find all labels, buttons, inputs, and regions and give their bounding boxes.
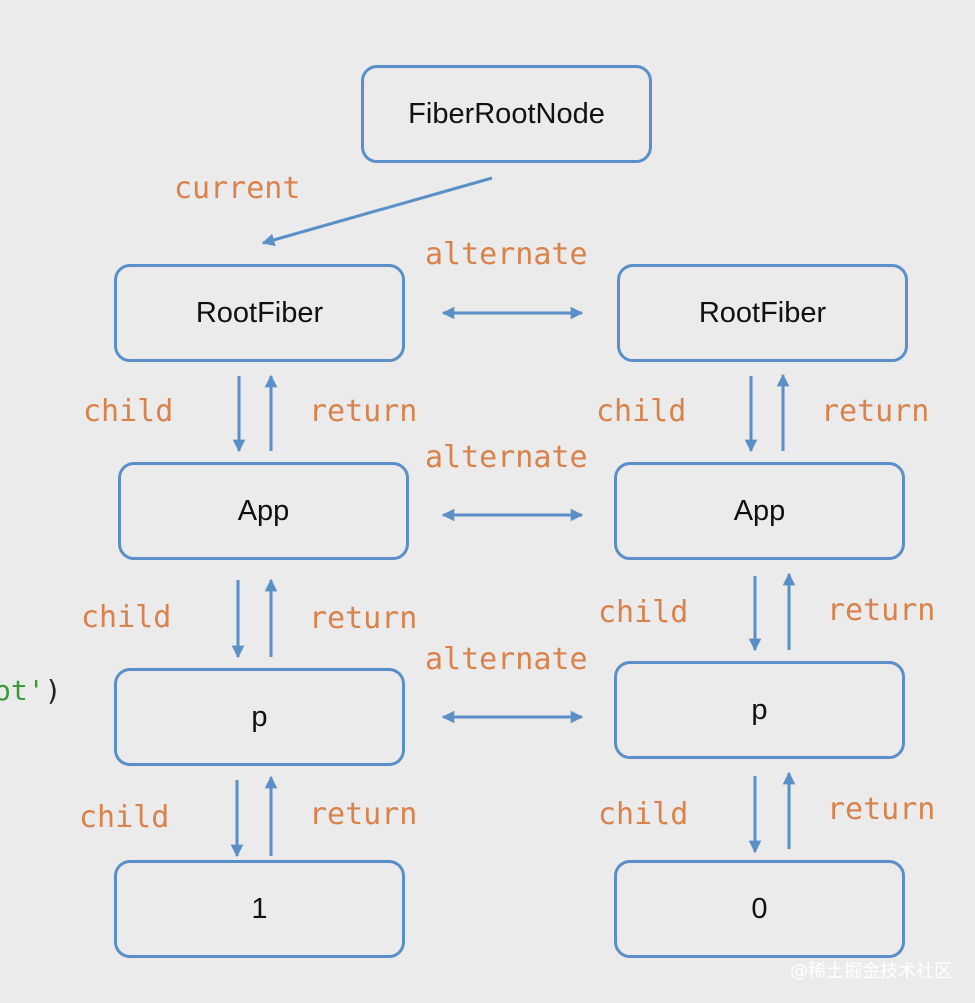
watermark-text: @稀土掘金技术社区 — [790, 961, 952, 982]
right-p-label: p — [751, 693, 768, 726]
return-label-right-2: return — [827, 593, 936, 628]
right-root-fiber-node: RootFiber — [617, 264, 908, 362]
return-label-left-2: return — [309, 601, 418, 636]
child-label-right-3: child — [598, 797, 689, 832]
right-text-label: 0 — [751, 892, 768, 925]
right-app-node: App — [614, 462, 905, 560]
child-label-right-2: child — [598, 595, 689, 630]
return-label-left-3: return — [309, 797, 418, 832]
code-fragment: ot') — [0, 677, 61, 705]
left-p-label: p — [251, 700, 268, 733]
child-label-left-3: child — [79, 800, 170, 835]
left-text-label: 1 — [251, 892, 268, 925]
code-paren: ) — [44, 674, 62, 707]
current-arrow — [261, 176, 493, 246]
alternate-label-app: alternate — [425, 440, 588, 475]
return-label-left-1: return — [309, 394, 418, 429]
fiber-root-node: FiberRootNode — [361, 65, 652, 163]
left-p-node: p — [114, 668, 405, 766]
current-label: current — [174, 171, 301, 206]
left-root-fiber-label: RootFiber — [195, 296, 324, 329]
return-label-right-1: return — [821, 394, 930, 429]
right-text-node: 0 — [614, 860, 905, 958]
left-app-label: App — [237, 494, 290, 527]
left-app-node: App — [118, 462, 409, 560]
child-label-left-1: child — [83, 394, 174, 429]
child-label-right-1: child — [596, 394, 687, 429]
alternate-label-p: alternate — [425, 642, 588, 677]
right-app-label: App — [733, 494, 786, 527]
right-root-fiber-label: RootFiber — [698, 296, 827, 329]
alternate-label-root: alternate — [425, 237, 588, 272]
right-p-node: p — [614, 661, 905, 759]
return-label-right-3: return — [827, 792, 936, 827]
fiber-root-node-label: FiberRootNode — [408, 97, 605, 130]
code-string: ot' — [0, 674, 45, 707]
child-label-left-2: child — [81, 600, 172, 635]
left-root-fiber-node: RootFiber — [114, 264, 405, 362]
left-text-node: 1 — [114, 860, 405, 958]
